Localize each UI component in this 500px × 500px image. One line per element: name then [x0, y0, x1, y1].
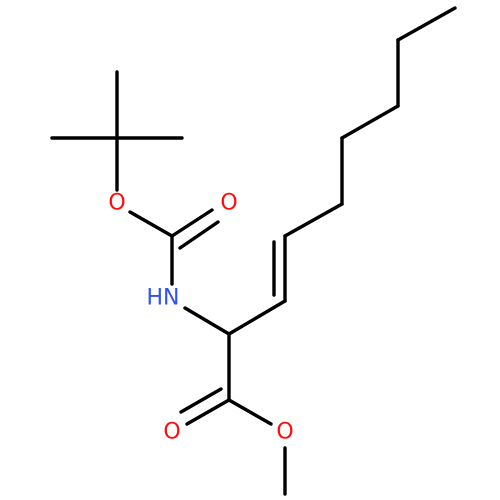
oxygen-atom-label-ester-carbonyl: O [163, 420, 180, 445]
oxygen-atom-label-methoxy: O [276, 420, 293, 445]
bond-boc-c-o-double-a [170, 208, 214, 238]
bond-chain-3 [340, 104, 400, 140]
bond-ester-c-o-double-a [185, 398, 231, 426]
bond-chain-1 [283, 202, 344, 238]
bond-chain-5 [396, 6, 457, 42]
bond-alpha-c-to-vinyl [227, 299, 287, 336]
oxygen-atom-label-tbu: O [108, 191, 125, 216]
bond-ester-c-o-double-b [179, 387, 223, 414]
bond-boc-c-o-double-b [178, 220, 220, 250]
bond-o-to-carbonyl-c [128, 210, 174, 238]
bond-nh-to-alpha-c [183, 306, 231, 336]
oxygen-atom-label-boc-carbonyl: O [220, 191, 237, 216]
nitrogen-atom-label-nh: HN [147, 286, 180, 311]
bond-ester-c-to-methoxy-o [227, 398, 273, 426]
